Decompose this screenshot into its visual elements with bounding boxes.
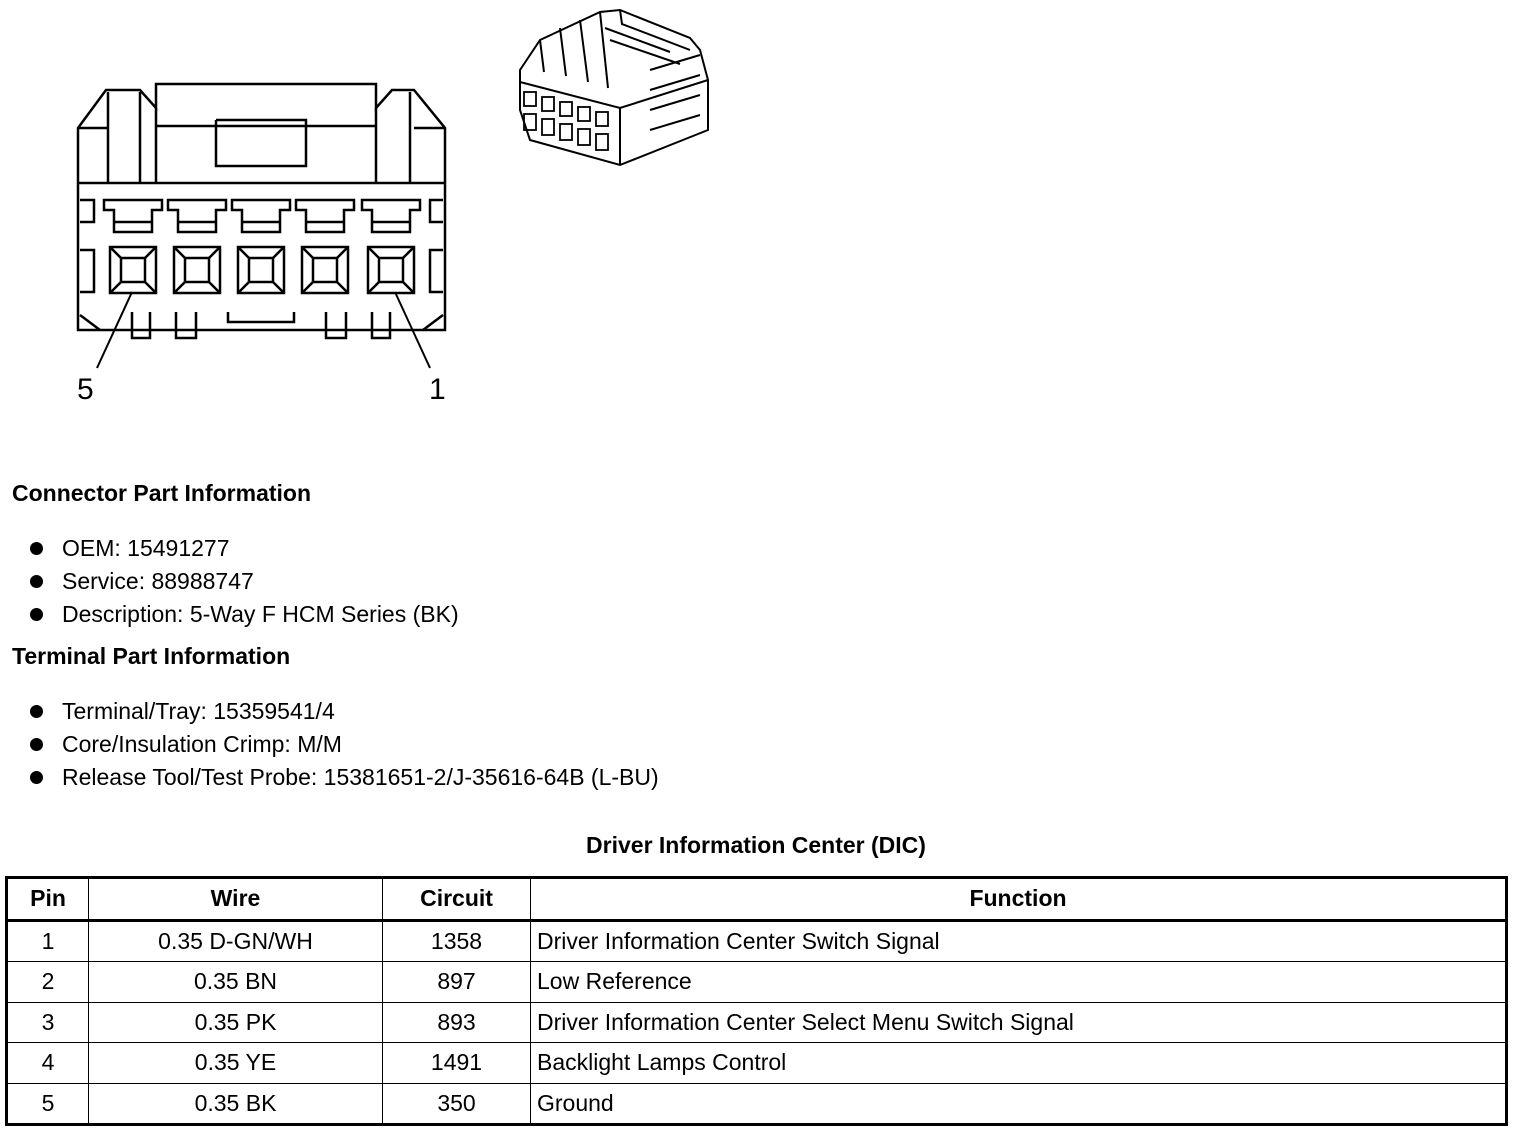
wire-cell: 0.35 D-GN/WH	[88, 919, 383, 962]
pin-opening	[119, 256, 147, 284]
list-item: Terminal/Tray: 15359541/4	[28, 695, 659, 728]
pin-cavity	[172, 245, 222, 295]
bullet-icon	[30, 575, 43, 588]
function-cell: Driver Information Center Switch Signal	[530, 919, 1507, 962]
column-header-pin: Pin	[6, 877, 89, 922]
circuit-cell: 1358	[382, 919, 531, 962]
table-row: 1 0.35 D-GN/WH 1358 Driver Information C…	[6, 919, 1507, 962]
pin-table: Pin Wire Circuit Function 1 0.35 D-GN/WH…	[5, 876, 1508, 1126]
terminal-part-info-heading: Terminal Part Information	[12, 643, 291, 669]
bullet-icon	[30, 738, 43, 751]
pin-opening	[247, 256, 275, 284]
pin-label-1: 1	[429, 373, 446, 406]
bullet-icon	[30, 542, 43, 555]
wire-cell: 0.35 PK	[88, 1001, 383, 1043]
pin-cavity	[300, 245, 350, 295]
connector-part-info-heading: Connector Part Information	[12, 480, 312, 506]
pin-cavity	[236, 245, 286, 295]
connector-isometric-view	[519, 8, 709, 167]
column-header-circuit: Circuit	[382, 877, 531, 922]
pin-bevel	[367, 246, 415, 294]
list-item: Core/Insulation Crimp: M/M	[28, 728, 659, 761]
circuit-cell: 897	[382, 961, 531, 1003]
bullet-icon	[30, 771, 43, 784]
pin-label-5: 5	[77, 373, 94, 406]
list-item: Service: 88988747	[28, 565, 459, 598]
wire-cell: 0.35 YE	[88, 1042, 383, 1084]
function-cell: Backlight Lamps Control	[530, 1042, 1507, 1084]
table-row: 3 0.35 PK 893 Driver Information Center …	[6, 1001, 1507, 1043]
circuit-cell: 1491	[382, 1042, 531, 1084]
wire-cell: 0.35 BK	[88, 1082, 383, 1125]
bullet-icon	[30, 705, 43, 718]
connector-face-diagram	[76, 82, 447, 369]
terminal-latch	[166, 198, 228, 234]
pin-opening	[311, 256, 339, 284]
list-item: OEM: 15491277	[28, 532, 459, 565]
pin-bevel	[301, 246, 349, 294]
pin-bevel	[237, 246, 285, 294]
list-item: Description: 5-Way F HCM Series (BK)	[28, 598, 459, 631]
table-header-row: Pin Wire Circuit Function	[6, 877, 1507, 922]
pin-cavity	[366, 245, 416, 295]
wire-cell: 0.35 BN	[88, 961, 383, 1003]
terminal-part-info-list: Terminal/Tray: 15359541/4 Core/Insulatio…	[28, 695, 659, 794]
function-cell: Ground	[530, 1082, 1507, 1125]
pin-bevel	[109, 246, 157, 294]
pin-cell: 3	[6, 1001, 89, 1043]
pin-opening	[183, 256, 211, 284]
table-row: 2 0.35 BN 897 Low Reference	[6, 961, 1507, 1003]
circuit-cell: 893	[382, 1001, 531, 1043]
bullet-icon	[30, 608, 43, 621]
pin-table-title: Driver Information Center (DIC)	[586, 832, 926, 858]
table-row: 4 0.35 YE 1491 Backlight Lamps Control	[6, 1042, 1507, 1084]
terminal-latch	[230, 198, 292, 234]
pin-bevel	[173, 246, 221, 294]
list-item: Release Tool/Test Probe: 15381651-2/J-35…	[28, 761, 659, 794]
function-cell: Driver Information Center Select Menu Sw…	[530, 1001, 1507, 1043]
pin-opening	[377, 256, 405, 284]
terminal-latch	[102, 198, 164, 234]
column-header-function: Function	[530, 877, 1507, 922]
column-header-wire: Wire	[88, 877, 383, 922]
connector-part-info-list: OEM: 15491277 Service: 88988747 Descript…	[28, 532, 459, 631]
pin-cell: 1	[6, 919, 89, 962]
pin-cavity	[108, 245, 158, 295]
circuit-cell: 350	[382, 1082, 531, 1125]
terminal-latch	[360, 198, 422, 234]
pin-cell: 5	[6, 1082, 89, 1125]
pin-cell: 2	[6, 961, 89, 1003]
pin-cell: 4	[6, 1042, 89, 1084]
terminal-latch	[294, 198, 356, 234]
table-row: 5 0.35 BK 350 Ground	[6, 1082, 1507, 1125]
function-cell: Low Reference	[530, 961, 1507, 1003]
